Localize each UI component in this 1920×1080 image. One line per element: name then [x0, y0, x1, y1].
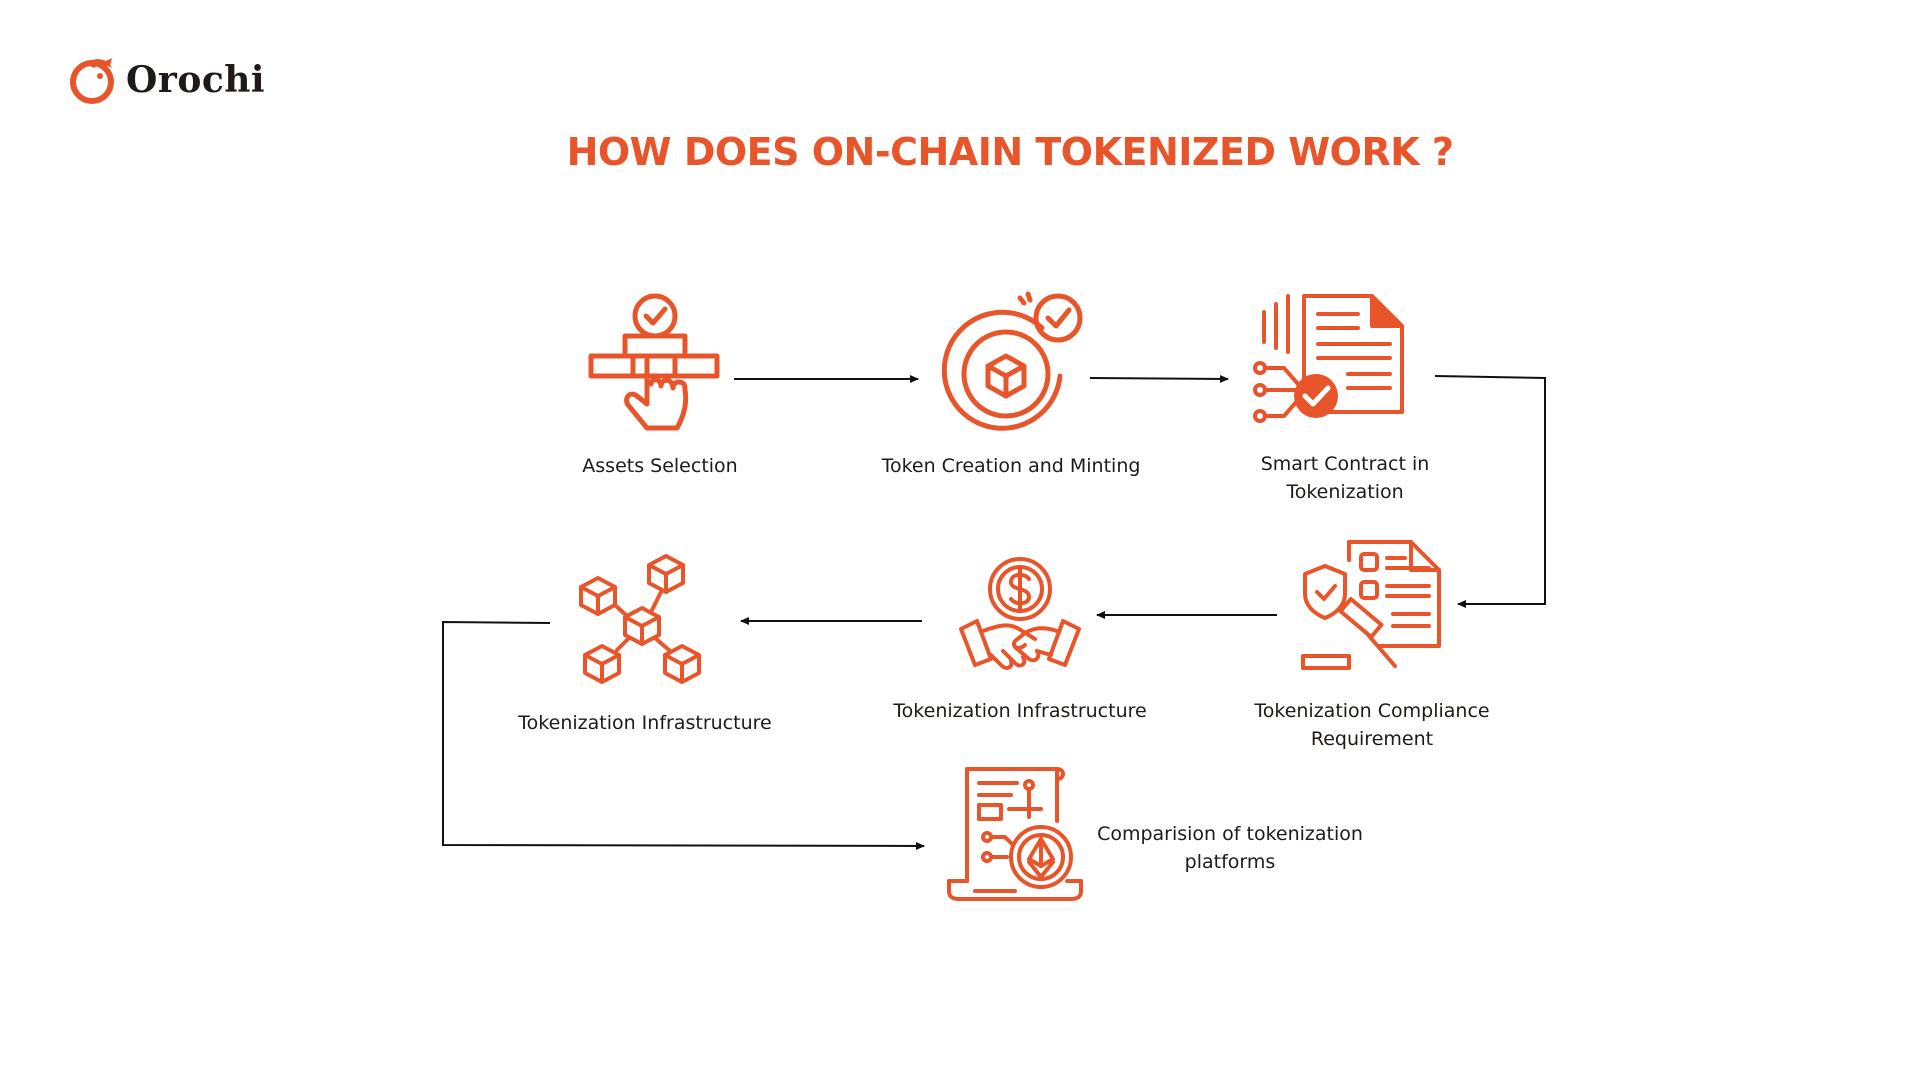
step-assets-selection-label: Assets Selection	[582, 455, 738, 477]
step-comparison-line2: platforms	[1184, 851, 1276, 873]
cube-top-left	[579, 576, 617, 616]
step-compliance-line1: Tokenization Compliance	[1254, 700, 1490, 722]
orochi-logo-icon	[70, 58, 114, 104]
step-infrastructure-left-label: Tokenization Infrastructure	[518, 712, 772, 734]
blocks-hand-check-icon	[588, 293, 720, 431]
step-comparison-label: Comparision of tokenization platforms	[1090, 820, 1370, 876]
document-shield-gavel-icon	[1301, 540, 1441, 670]
step-smart-contract-label: Smart Contract in Tokenization	[1230, 450, 1460, 506]
arrow-contract-to-compliance	[1434, 375, 1546, 608]
laptop-ethereum-icon	[947, 767, 1083, 901]
step-token-creation-label: Token Creation and Minting	[881, 455, 1141, 477]
handshake-dollar-icon	[959, 557, 1081, 670]
step-smart-contract-line2: Tokenization	[1286, 481, 1404, 503]
cube-bottom-right	[663, 644, 701, 684]
cube-top-right	[647, 554, 685, 594]
step-compliance-label: Tokenization Compliance Requirement	[1232, 697, 1512, 753]
page-title: HOW DOES ON-CHAIN TOKENIZED WORK ?	[566, 130, 1454, 174]
step-comparison-line1: Comparision of tokenization	[1097, 823, 1363, 845]
cube-network-icon	[579, 554, 701, 684]
step-infrastructure-mid-label: Tokenization Infrastructure	[893, 700, 1147, 722]
arrow-infra-left-to-comparison	[442, 620, 925, 850]
cube-bottom-left	[583, 644, 621, 684]
arrow-token-to-contract	[1089, 374, 1229, 383]
step-compliance-line2: Requirement	[1310, 728, 1434, 750]
step-smart-contract-line1: Smart Contract in	[1260, 453, 1430, 475]
brand-name: Orochi	[126, 59, 266, 101]
brand-logo: Orochi	[66, 54, 265, 106]
cube-center	[623, 606, 661, 646]
coin-cube-check-icon	[942, 291, 1083, 431]
document-circuit-check-icon	[1253, 294, 1404, 423]
